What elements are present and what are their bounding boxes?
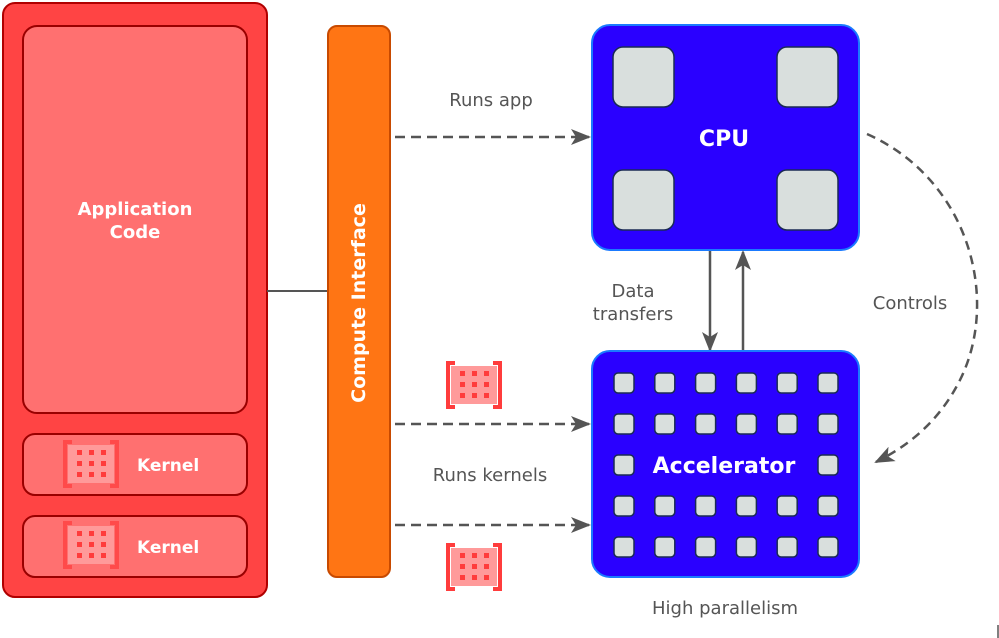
- application-block: Application Code Kernel: [2, 2, 268, 598]
- data-transfers-label-line1: Data: [612, 281, 655, 302]
- application-code-box: [22, 25, 248, 414]
- processor-core: [613, 495, 635, 517]
- processor-core: [817, 413, 839, 435]
- accelerator-cores: [613, 372, 839, 558]
- controls-label: Controls: [873, 293, 947, 314]
- processor-core: [654, 413, 676, 435]
- processor-core: [776, 169, 839, 231]
- runs-kernels-label: Runs kernels: [433, 465, 547, 486]
- kernel-grid-icon: [63, 440, 119, 488]
- processor-core: [817, 495, 839, 517]
- processor-core: [694, 372, 717, 394]
- processor-core: [613, 413, 635, 435]
- runs-app-label: Runs app: [449, 90, 533, 111]
- kernel-label: Kernel: [137, 538, 199, 558]
- accelerator-block: Accelerator: [591, 350, 860, 578]
- cpu-block: CPU: [591, 24, 860, 251]
- processor-core: [654, 372, 676, 394]
- processor-core: [735, 372, 758, 394]
- processor-core: [817, 536, 839, 558]
- application-code-label-line2: Code: [110, 222, 161, 243]
- processor-core: [735, 495, 758, 517]
- processor-core: [735, 413, 758, 435]
- processor-core: [776, 495, 798, 517]
- kernel-box: Kernel: [22, 433, 248, 496]
- processor-core: [654, 495, 676, 517]
- processor-core: [612, 46, 675, 108]
- processor-core: [735, 536, 758, 558]
- kernel-box: Kernel: [22, 515, 248, 578]
- processor-core: [817, 454, 839, 476]
- processor-core: [613, 454, 635, 476]
- processor-core: [776, 413, 798, 435]
- processor-core: [694, 495, 717, 517]
- high-parallelism-label: High parallelism: [652, 598, 798, 619]
- accelerator-label: Accelerator: [653, 454, 796, 479]
- controls-arrow: [866, 132, 979, 464]
- kernel-label: Kernel: [137, 456, 199, 476]
- processor-core: [612, 169, 675, 231]
- cpu-label: CPU: [699, 127, 749, 152]
- processor-core: [613, 536, 635, 558]
- data-transfers-label-line2: transfers: [593, 304, 673, 325]
- processor-core: [776, 46, 839, 108]
- processor-core: [776, 372, 798, 394]
- application-code-label-line1: Application: [78, 199, 193, 220]
- compute-interface-block: Compute Interface: [327, 25, 391, 578]
- cpu-cores: [612, 46, 839, 231]
- processor-core: [776, 536, 798, 558]
- processor-core: [654, 536, 676, 558]
- compute-interface-box: [327, 25, 391, 578]
- processor-core: [694, 536, 717, 558]
- accelerator-box: [591, 350, 860, 578]
- kernel-grid-icon: [63, 521, 119, 569]
- compute-interface-label: Compute Interface: [348, 203, 370, 403]
- processor-core: [817, 372, 839, 394]
- processor-core: [694, 413, 717, 435]
- kernel-grid-icon: [446, 361, 502, 409]
- kernel-grid-icon: [446, 543, 502, 591]
- processor-core: [613, 372, 635, 394]
